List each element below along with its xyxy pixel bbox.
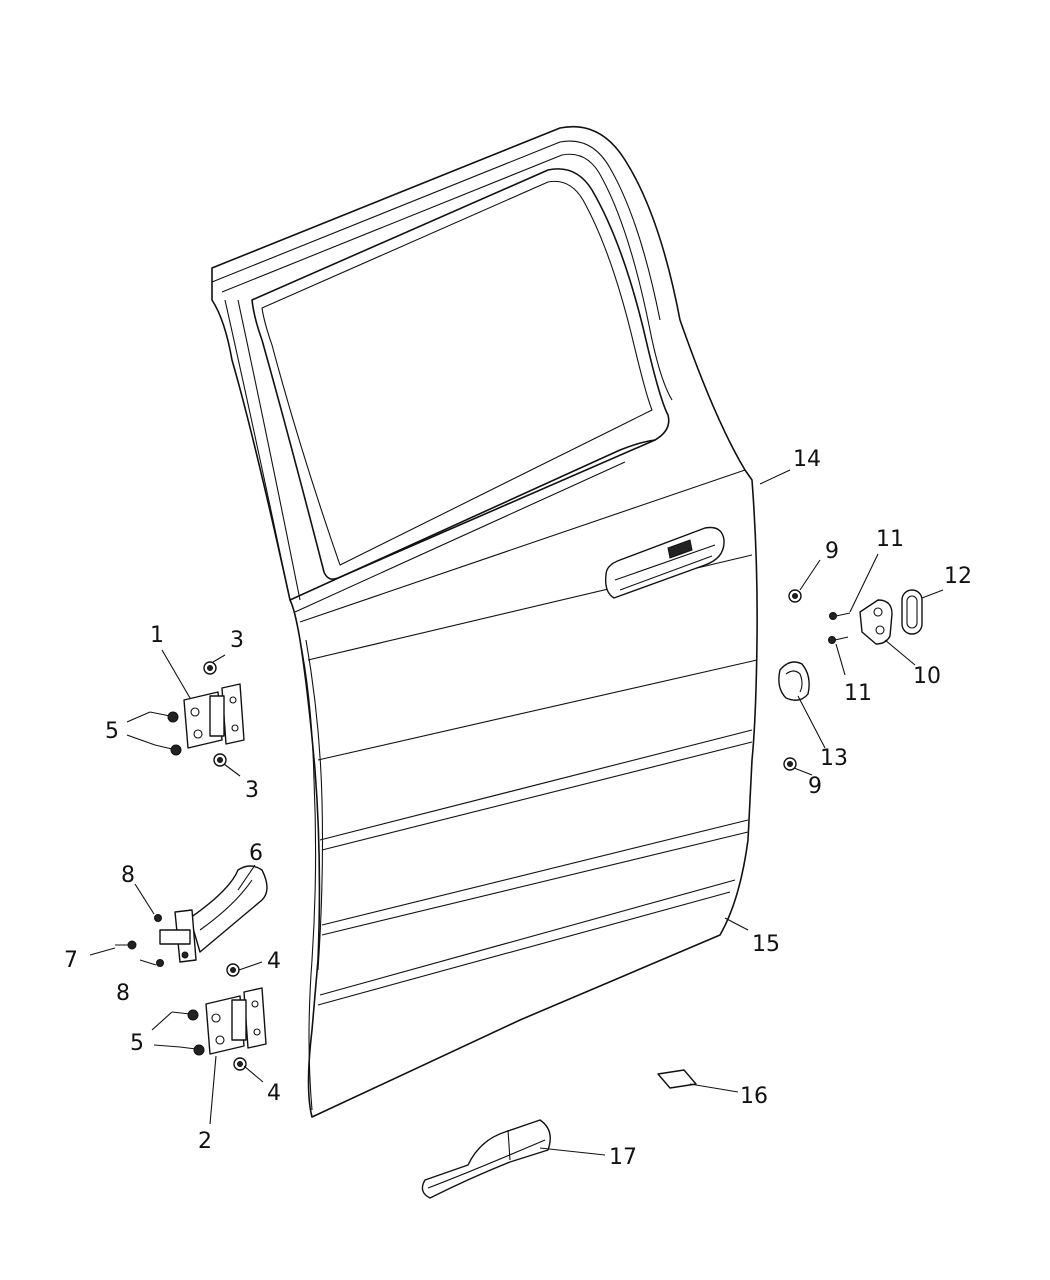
callout-13: 13 — [820, 746, 848, 771]
callout-8b: 8 — [116, 981, 130, 1006]
fastener-9-lower — [783, 757, 797, 771]
callout-3b: 3 — [245, 778, 259, 803]
bolt-5-upper-a — [149, 711, 179, 723]
callout-12: 12 — [944, 564, 972, 589]
bolt-5-upper-b — [154, 744, 182, 756]
callout-4a: 4 — [267, 949, 281, 974]
nut-8-upper — [154, 914, 162, 922]
callout-10: 10 — [913, 664, 941, 689]
nut-3-lower — [213, 753, 227, 767]
callout-14: 14 — [793, 447, 821, 472]
callout-3a: 3 — [230, 628, 244, 653]
callout-4b: 4 — [267, 1081, 281, 1106]
callout-17: 17 — [609, 1145, 637, 1170]
nut-4-upper — [226, 963, 240, 977]
screw-11-upper — [829, 612, 851, 620]
nut-8-lower — [156, 959, 164, 967]
callout-1: 1 — [150, 623, 164, 648]
latch-bezel-13 — [778, 661, 810, 701]
seal-12 — [901, 589, 923, 635]
upper-hinge — [183, 683, 245, 749]
striker-10 — [859, 599, 893, 645]
leader-lines — [89, 469, 944, 1156]
callout-5a: 5 — [105, 719, 119, 744]
callout-11b: 11 — [844, 681, 872, 706]
callout-7: 7 — [64, 948, 78, 973]
pad-16 — [657, 1069, 697, 1089]
callout-16: 16 — [740, 1084, 768, 1109]
fastener-9-upper — [788, 589, 802, 603]
callout-6: 6 — [249, 841, 263, 866]
callout-8a: 8 — [121, 863, 135, 888]
callout-9b: 9 — [808, 774, 822, 799]
callout-11a: 11 — [876, 527, 904, 552]
lower-hinge — [205, 987, 267, 1055]
callout-9a: 9 — [825, 539, 839, 564]
callout-5b: 5 — [130, 1031, 144, 1056]
rear-door-shell — [211, 125, 758, 1118]
bolt-5-lower-a — [171, 1009, 199, 1021]
callout-2: 2 — [198, 1129, 212, 1154]
screw-11-lower — [828, 636, 849, 644]
nut-3-upper — [203, 661, 217, 675]
door-check-strap — [159, 865, 268, 963]
sill-17 — [421, 1119, 551, 1199]
bolt-7 — [115, 940, 137, 950]
callout-15: 15 — [752, 932, 780, 957]
nut-4-lower — [233, 1057, 247, 1071]
callout-labels: 1 2 3 3 4 4 5 5 6 7 8 8 9 9 10 11 11 12 … — [64, 447, 972, 1170]
bolt-5-lower-b — [179, 1044, 205, 1056]
